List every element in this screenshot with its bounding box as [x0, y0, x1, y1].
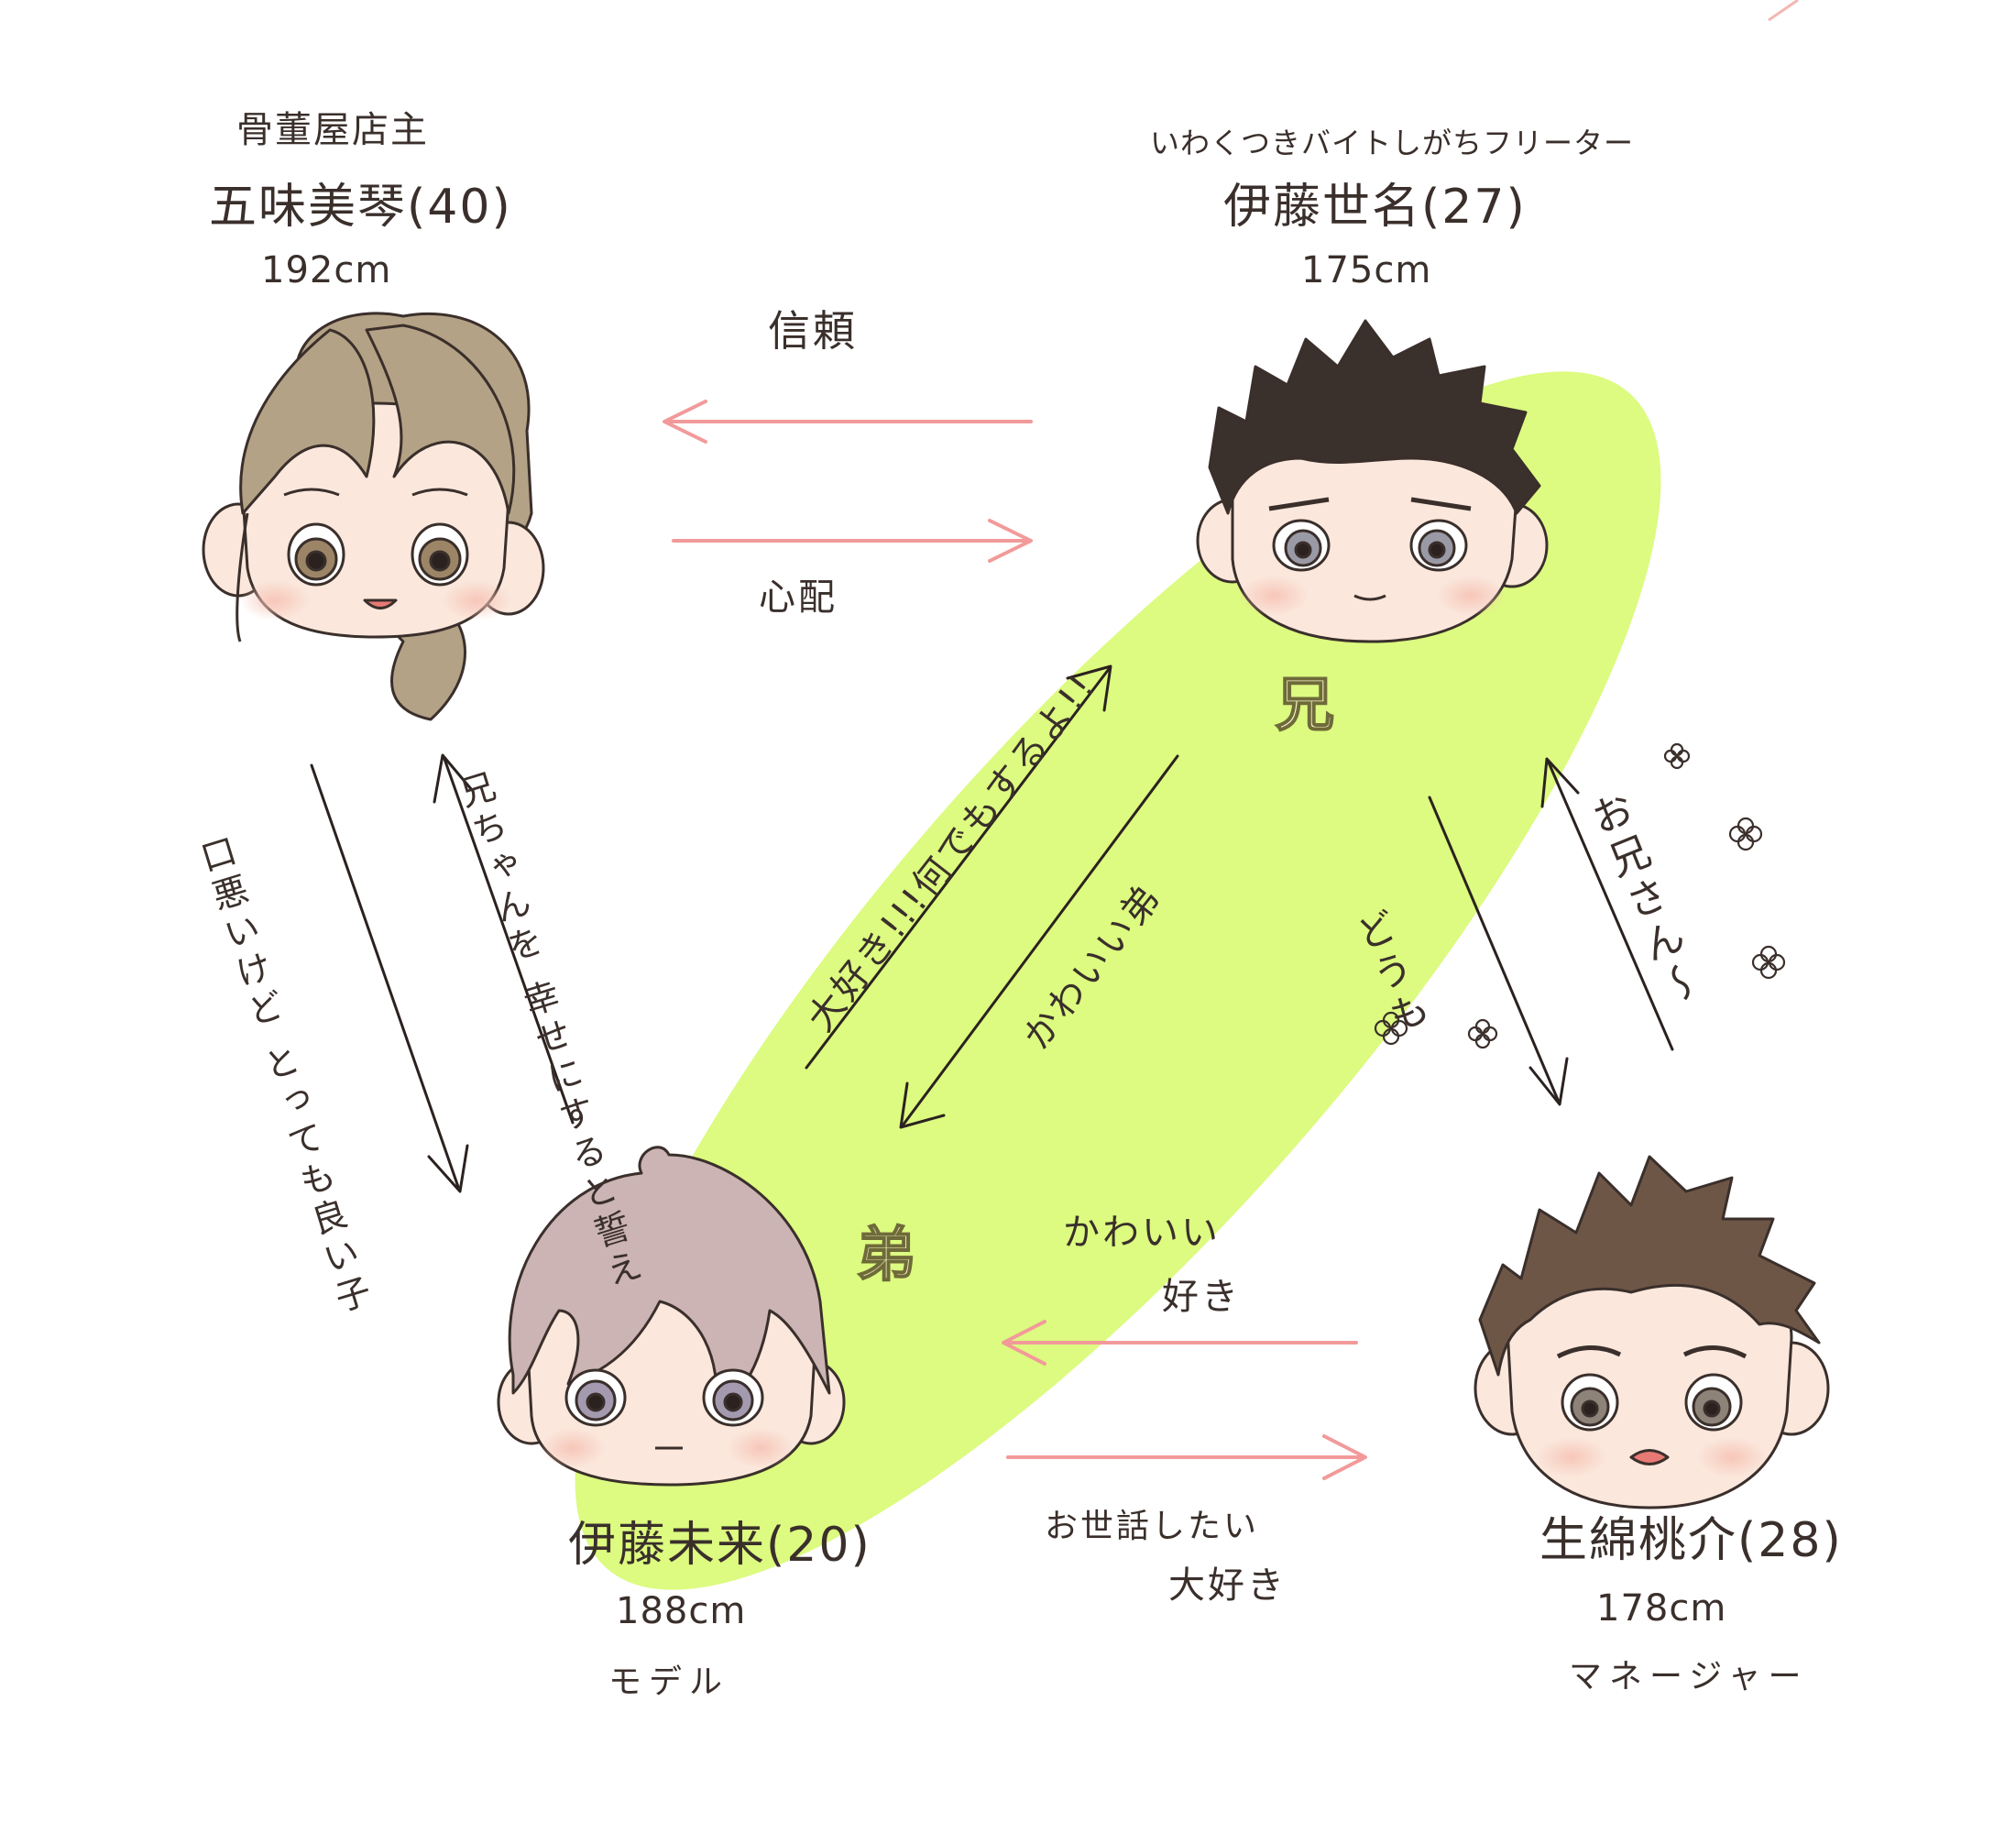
- gomi-role: 骨董屋店主: [236, 109, 429, 151]
- younger-brother-tag: 弟: [856, 1221, 916, 1290]
- arrow-touma-to-mirai: [1002, 1320, 1358, 1366]
- brown-haired-man-face-icon: [1474, 1155, 1830, 1509]
- flower-icon: [1663, 742, 1691, 770]
- sena-name: 伊藤世名(27): [1223, 180, 1527, 235]
- arrow-sena-to-gomi: [663, 400, 1033, 444]
- brothers-highlight: [575, 371, 1661, 1590]
- sena-role: いわくつきバイトしがちフリーター: [1150, 126, 1635, 160]
- sena-height: 175cm: [1301, 249, 1432, 291]
- mirai-job: モデル: [608, 1663, 730, 1701]
- flower-doodles: [1374, 742, 1786, 1049]
- mirai-height: 188cm: [616, 1590, 747, 1632]
- corner-stroke: [1768, 0, 1799, 22]
- relation-gomi-to-sena: 心配: [759, 576, 838, 619]
- arrow-gomi-to-mirai: [310, 763, 469, 1193]
- arrow-touma-to-sena: [1540, 757, 1674, 1051]
- arrow-sena-to-touma: [1428, 796, 1569, 1106]
- flower-icon: [1751, 945, 1786, 980]
- touma-job: マネージャー: [1569, 1658, 1809, 1696]
- flower-icon: [1374, 1011, 1408, 1046]
- elder-brother-tag: 兄: [1275, 671, 1335, 741]
- touma-name: 生綿桃介(28): [1539, 1513, 1843, 1568]
- gomi-height: 192cm: [261, 249, 392, 291]
- flower-icon: [1467, 1018, 1498, 1049]
- dark-haired-man-face-icon: [1196, 319, 1549, 643]
- flower-icon: [1728, 817, 1763, 851]
- relation-mirai-to-touma-line1: お世話したい: [1045, 1508, 1260, 1545]
- arrow-gomi-to-sena: [672, 519, 1033, 563]
- mirai-name: 伊藤未来(20): [568, 1518, 871, 1573]
- arrow-mirai-to-touma: [1006, 1434, 1367, 1480]
- touma-height: 178cm: [1596, 1587, 1727, 1630]
- arrow-sena-to-mirai: [899, 754, 1179, 1129]
- long-haired-man-face-icon: [202, 312, 545, 721]
- arrow-mirai-to-sena: [805, 664, 1112, 1070]
- arrow-mirai-to-gomi: [433, 753, 575, 1125]
- relation-touma-to-mirai-line2: 好き: [1162, 1276, 1241, 1318]
- gomi-name: 五味美琴(40): [209, 180, 512, 235]
- relation-sena-to-gomi: 信頼: [768, 306, 858, 356]
- relation-touma-to-mirai-line1: かわいい: [1063, 1212, 1221, 1254]
- pink-haired-youth-face-icon: [497, 1146, 846, 1487]
- relation-mirai-to-touma-line2: 大好き: [1168, 1564, 1287, 1607]
